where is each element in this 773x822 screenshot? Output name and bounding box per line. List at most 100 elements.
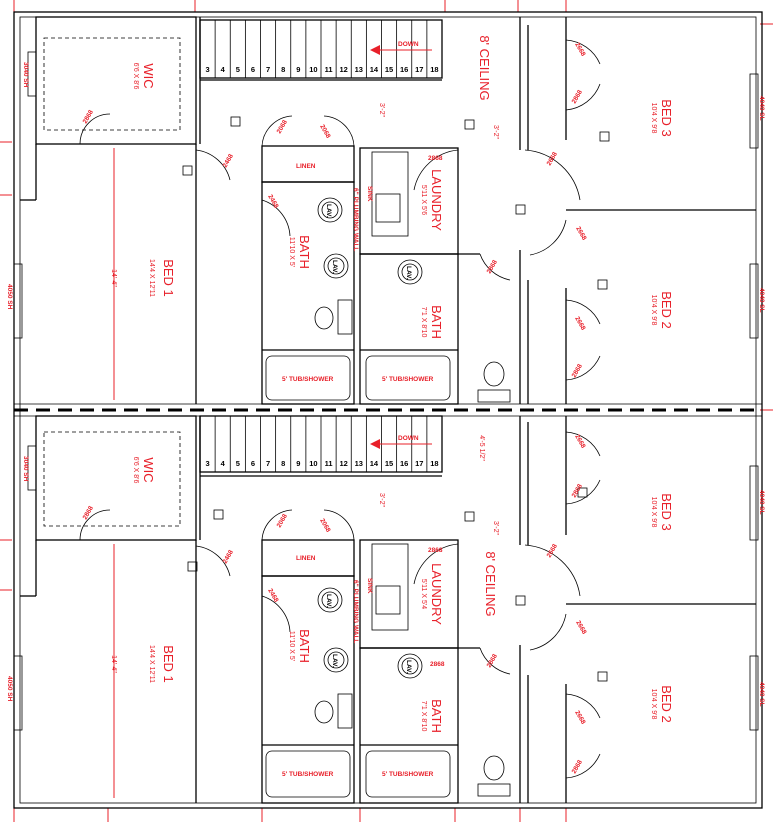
- stair-step-number: 4: [221, 65, 226, 74]
- hall-dimension: 3'-2": [378, 493, 385, 507]
- door-tag: 2868: [571, 759, 584, 775]
- tub-label: 5' TUB/SHOWER: [382, 376, 434, 383]
- room-size-bed1: 14'4 X 12'11: [148, 259, 155, 297]
- stair-step-number: 3: [205, 459, 209, 468]
- room-label-bed2: BED 2: [659, 685, 674, 723]
- window-tag: 4040 SL: [758, 490, 765, 515]
- door-tag: 2468: [266, 194, 279, 210]
- stair-step-number: 15: [385, 459, 393, 468]
- door-tag: 2668: [573, 434, 586, 450]
- door-tag: 2868: [571, 89, 584, 105]
- lav-label: LAV.: [331, 260, 338, 274]
- stair-step-number: 16: [400, 65, 408, 74]
- stair-step-number: 5: [236, 65, 240, 74]
- stair-step-number: 13: [355, 459, 363, 468]
- stair-step-number: 15: [385, 65, 393, 74]
- stair-step-number: 18: [430, 65, 438, 74]
- hall-dimension: 4'-5 1/2": [478, 435, 485, 461]
- hall-dimension: 3'-2": [492, 125, 499, 139]
- door-tag: 2868: [430, 661, 445, 668]
- bottom-dimension-ticks: [13, 808, 567, 822]
- door-tag: 2668: [573, 316, 586, 332]
- unit-top: [13, 16, 759, 405]
- room-label-laundry: LAUNDRY: [429, 563, 444, 625]
- room-label-laundry: LAUNDRY: [429, 169, 444, 231]
- plumbing-wall-label: 6" PLUMBING WALL: [352, 188, 359, 251]
- down-arrow-bottom: DOWN: [370, 435, 432, 449]
- room-label-wic: WIC: [141, 457, 156, 482]
- room-size-bed3: 10'4 X 9'8: [650, 103, 657, 134]
- room-label-bed3: BED 3: [659, 493, 674, 531]
- door-tag: 2668: [546, 543, 559, 559]
- stair-step-number: 10: [309, 459, 317, 468]
- stair-step-number: 3: [205, 65, 209, 74]
- room-label-bed1: BED 1: [161, 645, 176, 683]
- sink-label: SINK: [366, 578, 373, 594]
- bed1-dimension: 14'-4": [110, 655, 117, 673]
- door-tag: 2668: [574, 620, 587, 636]
- room-label-wic: WIC: [141, 63, 156, 88]
- stair-step-number: 12: [340, 459, 348, 468]
- stair-step-number: 18: [430, 459, 438, 468]
- door-tag: 2468: [222, 153, 235, 169]
- down-label: DOWN: [398, 435, 419, 442]
- down-arrow-top: DOWN: [370, 41, 432, 55]
- door-tag: 2668: [573, 710, 586, 726]
- fixture-markers: [182, 116, 610, 682]
- stair-step-number: 17: [415, 459, 423, 468]
- stair-step-number: 13: [355, 65, 363, 74]
- hall-dimension: 3'-2": [492, 521, 499, 535]
- tub-label: 5' TUB/SHOWER: [282, 376, 334, 383]
- window-tag: 4040 SL: [758, 96, 765, 121]
- hall-dimension: 3'-2": [378, 103, 385, 117]
- stair-step-number: 7: [266, 65, 270, 74]
- stair-step-number: 11: [325, 459, 333, 468]
- door-tag: 2068: [276, 119, 289, 135]
- plumbing-wall-label: 6" PLUMBING WALL: [352, 580, 359, 643]
- door-tag: 2868: [428, 155, 443, 162]
- stair-step-number: 16: [400, 459, 408, 468]
- lav-label: LAV.: [405, 266, 412, 280]
- room-size-bath2: 7'1 X 8'10: [420, 701, 427, 732]
- door-tag: 2868: [82, 109, 95, 125]
- lav-label: LAV.: [325, 204, 332, 218]
- room-label-bed2: BED 2: [659, 291, 674, 329]
- ceiling-label: 8' CEILING: [477, 35, 492, 100]
- stair-step-number: 9: [296, 65, 300, 74]
- room-label-bed3: BED 3: [659, 99, 674, 137]
- stair-step-number: 4: [221, 459, 226, 468]
- window-tag: 4040 SL: [758, 288, 765, 313]
- door-tag: 2468: [222, 549, 235, 565]
- room-size-bed2: 10'4 X 9'8: [650, 689, 657, 720]
- stair-step-number: 11: [325, 65, 333, 74]
- window-tag: 3040 SH: [22, 62, 29, 88]
- tub-label: 5' TUB/SHOWER: [382, 771, 434, 778]
- tub-label: 5' TUB/SHOWER: [282, 771, 334, 778]
- stair-step-number: 5: [236, 459, 240, 468]
- top-dimension-ticks: [13, 0, 567, 12]
- stair-step-number: 17: [415, 65, 423, 74]
- door-tag: 2668: [546, 151, 559, 167]
- door-tag: 2868: [571, 363, 584, 379]
- door-tag: 2868: [571, 483, 584, 499]
- room-size-bed3: 10'4 X 9'8: [650, 497, 657, 528]
- door-tag: 2868: [82, 505, 95, 521]
- room-label-bath2: BATH: [429, 699, 444, 733]
- door-tag: 2668: [574, 226, 587, 242]
- stair-step-number: 8: [281, 459, 285, 468]
- lav-label: LAV.: [325, 594, 332, 608]
- door-tag: 2068: [318, 124, 331, 140]
- room-label-bath2: BATH: [429, 305, 444, 339]
- linen-label: LINEN: [296, 163, 316, 170]
- stair-step-number: 14: [370, 65, 379, 74]
- room-size-bed1: 14'4 X 12'11: [148, 645, 155, 683]
- stair-step-number: 10: [309, 65, 317, 74]
- room-size-laundry: 5'11 X 5'6: [420, 185, 427, 215]
- lav-label: LAV.: [405, 660, 412, 674]
- room-size-wic: 6'6 X 8'6: [132, 457, 139, 484]
- stair-step-number: 6: [251, 65, 255, 74]
- room-size-laundry: 5'11 X 5'4: [420, 579, 427, 609]
- room-size-bath1: 11'10 X 5': [288, 631, 295, 661]
- stair-step-number: 9: [296, 459, 300, 468]
